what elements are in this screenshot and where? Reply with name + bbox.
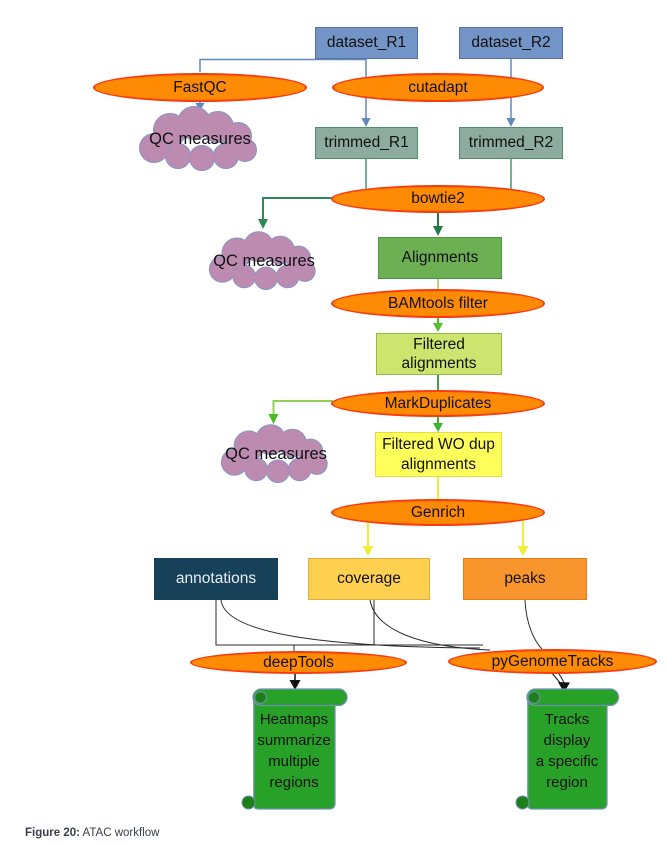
node-dataset-r1: dataset_R1 [315, 27, 418, 59]
node-genrich: Genrich [331, 499, 545, 526]
node-bowtie2: bowtie2 [331, 185, 545, 213]
node-label: cutadapt [408, 78, 468, 96]
qc-cloud-3-label: QC measures [225, 444, 327, 463]
heatmaps-note: Heatmaps summarize multiple regions [257, 711, 331, 791]
edge-markduplicates-to-qc3 [272, 400, 333, 415]
tracks-scroll-shape [515, 688, 620, 810]
figure-caption: Figure 20: ATAC workflow [25, 827, 159, 839]
arrowhead-alignments [433, 226, 443, 236]
edge-annotations-to-pygenometracks [220, 599, 481, 649]
arrowhead-filtered-alignments [433, 323, 443, 332]
node-trimmed-r2: trimmed_R2 [459, 127, 563, 159]
qc-cloud-1-label: QC measures [149, 129, 251, 148]
node-label: bowtie2 [411, 190, 465, 208]
node-fastqc: FastQC [93, 73, 307, 102]
edge-peaks-to-pygenometracks [524, 599, 543, 650]
node-trimmed-r1: trimmed_R1 [315, 127, 418, 159]
arrowhead-tracks [558, 682, 570, 693]
arrowhead-trimmed-r2 [506, 118, 516, 127]
node-label: trimmed_R1 [324, 134, 409, 152]
arrowhead-qc3 [268, 414, 279, 424]
scroll-curl-top [527, 691, 541, 704]
node-label: BAMtools filter [388, 294, 488, 312]
node-filtered-wo-dup-alignments: Filtered WO dup alignments [375, 432, 502, 477]
node-label: Alignments [401, 249, 479, 267]
node-label: trimmed_R2 [468, 134, 554, 152]
qc-cloud-2-label: QC measures [213, 251, 315, 270]
tracks-note: Tracks display a specific region [535, 711, 599, 791]
arrowhead-qc1 [195, 103, 205, 111]
figure-caption-text: ATAC workflow [79, 827, 160, 839]
scroll-curl-bottom [515, 795, 530, 810]
node-label: pyGenomeTracks [491, 652, 614, 670]
node-label: Filtered alignments [401, 335, 477, 372]
arrowhead-heatmaps [289, 680, 301, 690]
node-filtered-alignments: Filtered alignments [376, 333, 502, 375]
arrowhead-qc2 [258, 219, 268, 229]
node-label: FastQC [173, 78, 227, 96]
figure-caption-number: Figure 20: [25, 827, 80, 839]
edge-dataset-r1-to-fastqc [199, 58, 366, 72]
node-coverage: coverage [308, 558, 430, 600]
node-label: Filtered WO dup alignments [382, 436, 495, 473]
node-label: deepTools [263, 653, 334, 671]
arrowhead-peaks [517, 546, 529, 556]
node-alignments: Alignments [378, 237, 502, 279]
node-label: annotations [175, 570, 257, 588]
node-pygenometracks: pyGenomeTracks [448, 649, 657, 674]
edge-coverage-to-tools [369, 599, 491, 651]
node-peaks: peaks [463, 558, 587, 600]
node-bamtools-filter: BAMtools filter [331, 289, 545, 318]
node-label: Genrich [410, 503, 466, 521]
arrowhead-trimmed-r1 [361, 118, 371, 127]
node-label: dataset_R1 [326, 34, 407, 52]
arrowhead-coverage [362, 546, 374, 556]
arrowhead-wo-dup [433, 423, 443, 432]
node-label: peaks [504, 570, 546, 588]
node-label: MarkDuplicates [384, 394, 492, 412]
node-annotations: annotations [154, 558, 278, 600]
node-dataset-r2: dataset_R2 [459, 27, 563, 59]
scroll-curl-top [254, 691, 267, 704]
heatmaps-scroll-shape [241, 688, 348, 810]
node-markduplicates: MarkDuplicates [331, 390, 545, 417]
node-label: coverage [337, 570, 401, 588]
node-label: dataset_R2 [471, 34, 551, 52]
node-cutadapt: cutadapt [332, 73, 544, 102]
scroll-curl-bottom [241, 795, 256, 810]
edge-bowtie2-to-qc2 [262, 197, 333, 220]
node-deeptools: deepTools [190, 651, 407, 674]
